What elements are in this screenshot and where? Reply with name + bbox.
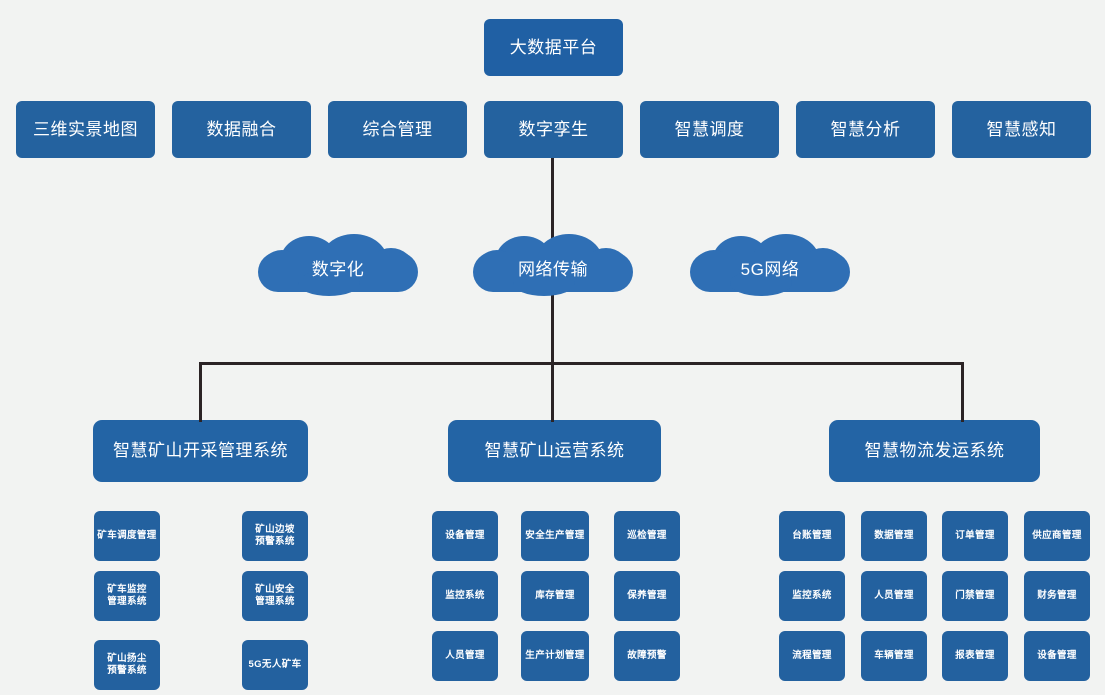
module-box[interactable]: 人员管理 — [432, 631, 498, 681]
module-box[interactable]: 生产计划管理 — [521, 631, 589, 681]
cloud-node-1[interactable]: 网络传输 — [473, 234, 633, 296]
system-box-operations[interactable]: 智慧矿山运营系统 — [448, 420, 661, 482]
capability-box-4[interactable]: 智慧调度 — [640, 101, 779, 158]
module-box[interactable]: 人员管理 — [861, 571, 927, 621]
platform-box[interactable]: 大数据平台 — [484, 19, 623, 76]
module-box[interactable]: 监控系统 — [779, 571, 845, 621]
capability-box-3[interactable]: 数字孪生 — [484, 101, 623, 158]
connector-branch-left — [199, 362, 202, 422]
module-box[interactable]: 安全生产管理 — [521, 511, 589, 561]
system-box-logistics[interactable]: 智慧物流发运系统 — [829, 420, 1040, 482]
module-box[interactable]: 5G无人矿车 — [242, 640, 308, 690]
cloud-puff-icon — [730, 270, 792, 296]
cloud-label: 5G网络 — [740, 259, 800, 279]
connector-branch-middle — [551, 362, 554, 422]
module-box[interactable]: 矿车监控 管理系统 — [94, 571, 160, 621]
module-box[interactable]: 订单管理 — [942, 511, 1008, 561]
capability-box-5[interactable]: 智慧分析 — [796, 101, 935, 158]
cloud-puff-icon — [298, 270, 360, 296]
module-box[interactable]: 供应商管理 — [1024, 511, 1090, 561]
module-box[interactable]: 监控系统 — [432, 571, 498, 621]
cloud-node-2[interactable]: 5G网络 — [690, 234, 850, 296]
module-box[interactable]: 设备管理 — [432, 511, 498, 561]
module-box[interactable]: 保养管理 — [614, 571, 680, 621]
connector-horizontal-bus — [199, 362, 964, 365]
module-box[interactable]: 数据管理 — [861, 511, 927, 561]
module-box[interactable]: 矿山边坡 预警系统 — [242, 511, 308, 561]
module-box[interactable]: 台账管理 — [779, 511, 845, 561]
cloud-label: 数字化 — [311, 259, 365, 279]
cloud-puff-icon — [513, 270, 575, 296]
module-box[interactable]: 报表管理 — [942, 631, 1008, 681]
module-box[interactable]: 流程管理 — [779, 631, 845, 681]
cloud-node-0[interactable]: 数字化 — [258, 234, 418, 296]
capability-box-6[interactable]: 智慧感知 — [952, 101, 1091, 158]
connector-branch-right — [961, 362, 964, 422]
module-box[interactable]: 巡检管理 — [614, 511, 680, 561]
module-box[interactable]: 矿车调度管理 — [94, 511, 160, 561]
module-box[interactable]: 库存管理 — [521, 571, 589, 621]
module-box[interactable]: 设备管理 — [1024, 631, 1090, 681]
module-box[interactable]: 财务管理 — [1024, 571, 1090, 621]
system-box-mining[interactable]: 智慧矿山开采管理系统 — [93, 420, 308, 482]
module-box[interactable]: 门禁管理 — [942, 571, 1008, 621]
module-box[interactable]: 车辆管理 — [861, 631, 927, 681]
module-box[interactable]: 矿山扬尘 预警系统 — [94, 640, 160, 690]
module-box[interactable]: 故障预警 — [614, 631, 680, 681]
capability-box-0[interactable]: 三维实景地图 — [16, 101, 155, 158]
capability-box-2[interactable]: 综合管理 — [328, 101, 467, 158]
cloud-label: 网络传输 — [518, 259, 588, 279]
module-box[interactable]: 矿山安全 管理系统 — [242, 571, 308, 621]
capability-box-1[interactable]: 数据融合 — [172, 101, 311, 158]
